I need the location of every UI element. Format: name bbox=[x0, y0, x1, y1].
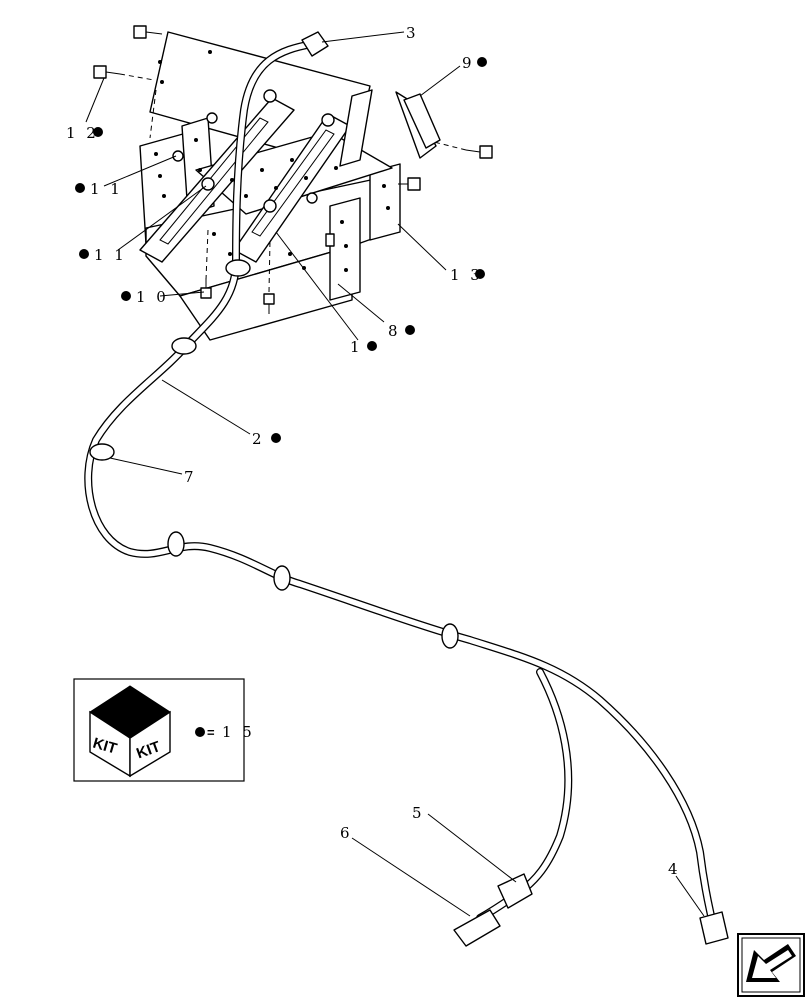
callout-7: 7 bbox=[184, 468, 197, 486]
kit-cube-icon: KIT KIT bbox=[89, 685, 171, 778]
callout-10: 1 0 bbox=[121, 288, 169, 306]
connector-4 bbox=[699, 911, 729, 945]
kit-legend-dot bbox=[195, 727, 205, 737]
connector-9 bbox=[403, 93, 441, 149]
callout-13: 1 3 bbox=[450, 266, 485, 284]
svg-text:7: 7 bbox=[184, 468, 197, 486]
connector-3 bbox=[301, 31, 329, 57]
svg-text:5: 5 bbox=[412, 804, 425, 822]
svg-text:6: 6 bbox=[340, 824, 353, 842]
back-arrow-icon[interactable] bbox=[737, 933, 805, 997]
svg-text:8: 8 bbox=[388, 322, 401, 340]
callout-4: 4 bbox=[668, 860, 681, 878]
callout-9: 9 bbox=[462, 54, 487, 72]
bolt-heads bbox=[172, 89, 335, 213]
svg-text:1 1: 1 1 bbox=[94, 246, 127, 264]
connector-5 bbox=[497, 873, 533, 909]
svg-text:1: 1 bbox=[350, 338, 363, 356]
svg-text:3: 3 bbox=[406, 24, 419, 42]
callout-11-lower: 1 1 bbox=[79, 246, 127, 264]
svg-text:9: 9 bbox=[462, 54, 475, 72]
callout-12: 1 2 bbox=[66, 124, 103, 142]
leader-lines bbox=[85, 31, 705, 917]
loose-screws bbox=[93, 25, 493, 314]
callout-5: 5 bbox=[412, 804, 425, 822]
kit-legend-value: 1 5 bbox=[222, 723, 255, 741]
svg-text:1 3: 1 3 bbox=[450, 266, 483, 284]
callout-labels: 3 9 1 2 1 1 1 1 1 3 1 0 8 1 2 7 5 6 4 bbox=[66, 24, 681, 878]
callout-2: 2 bbox=[252, 430, 281, 448]
connector-6 bbox=[453, 909, 501, 947]
cable-clips bbox=[89, 259, 459, 649]
svg-text:4: 4 bbox=[668, 860, 681, 878]
kit-legend: KIT KIT = 1 5 bbox=[73, 678, 255, 782]
kit-word-left: KIT bbox=[91, 735, 119, 758]
svg-text:1 1: 1 1 bbox=[90, 180, 123, 198]
svg-text:1 0: 1 0 bbox=[136, 288, 169, 306]
callout-8: 8 bbox=[388, 322, 415, 340]
callout-1: 1 bbox=[350, 338, 377, 356]
bracket-assembly bbox=[93, 25, 493, 341]
kit-legend-equals: = bbox=[207, 725, 215, 740]
callout-3: 3 bbox=[406, 24, 419, 42]
callout-6: 6 bbox=[340, 824, 353, 842]
svg-text:1 2: 1 2 bbox=[66, 124, 99, 142]
svg-text:2: 2 bbox=[252, 430, 265, 448]
wiring-harness bbox=[84, 31, 729, 947]
callout-11-upper: 1 1 bbox=[75, 180, 123, 198]
